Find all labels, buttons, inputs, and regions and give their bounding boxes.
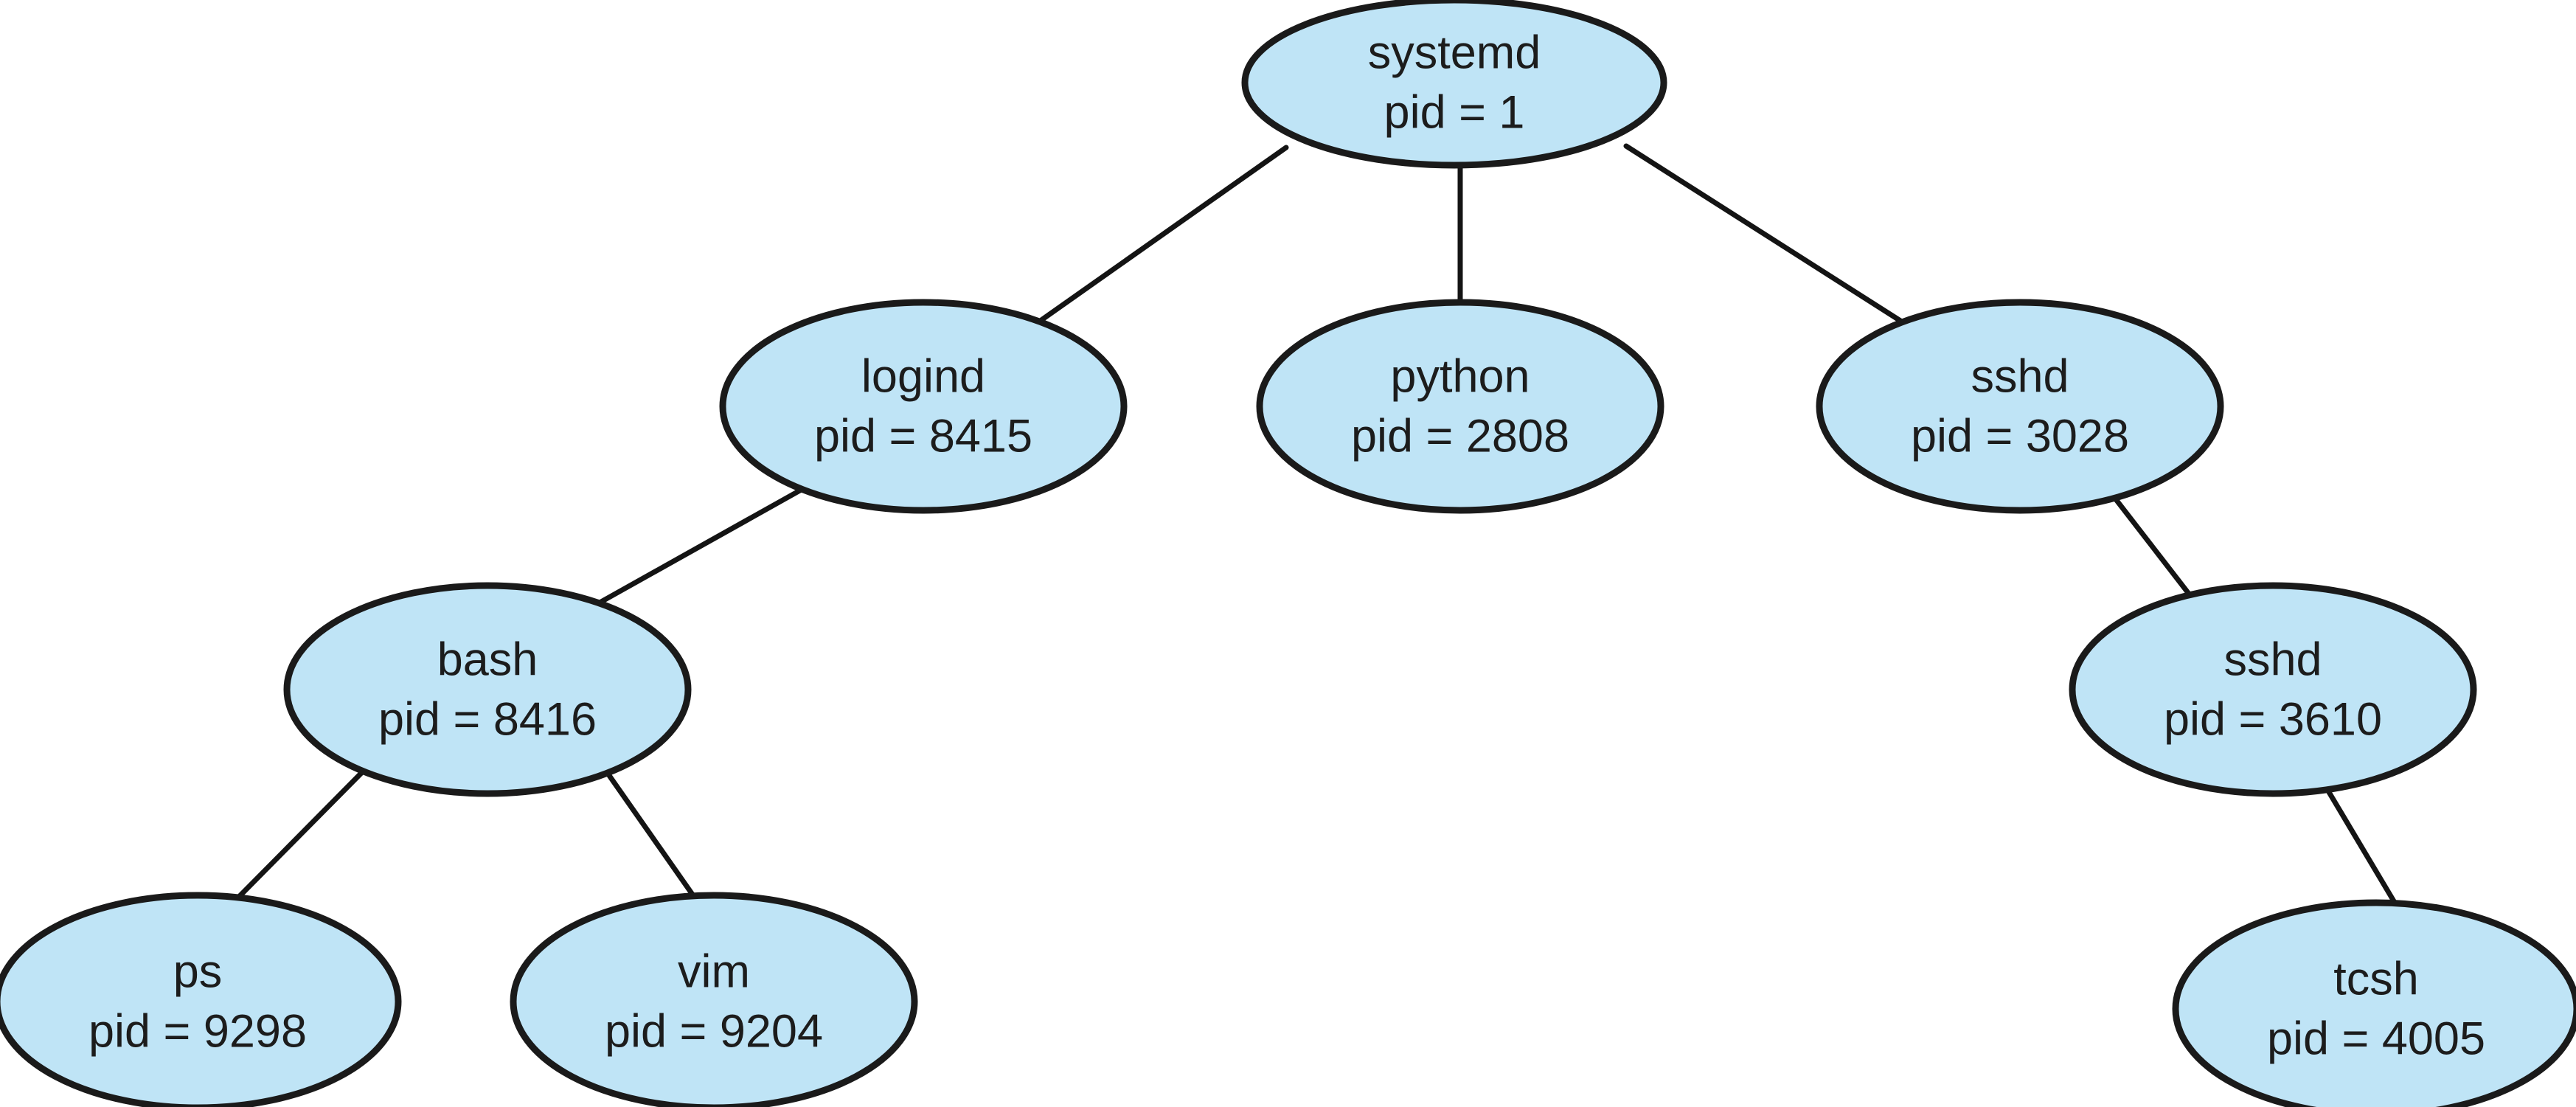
node-name-logind: logind [861, 351, 985, 403]
node-name-sshd-3610: sshd [2223, 634, 2322, 686]
edge-sshd3610-tcsh [2322, 782, 2401, 912]
edge-logind-bash [580, 478, 820, 615]
node-name-sshd-3028: sshd [1971, 351, 2069, 403]
node-ellipse-sshd-3028 [1816, 299, 2224, 514]
process-node-vim[interactable]: vim pid = 9204 [510, 892, 918, 1107]
node-pid-ps: pid = 9298 [88, 1006, 307, 1058]
node-name-bash: bash [437, 634, 538, 686]
node-ellipse-sshd-3610 [2069, 582, 2477, 797]
node-ellipse-bash [283, 582, 692, 797]
node-ellipse-ps [0, 892, 402, 1107]
node-ellipse-tcsh [2172, 899, 2576, 1107]
process-node-logind[interactable]: logind pid = 8415 [719, 299, 1128, 514]
node-pid-vim: pid = 9204 [605, 1006, 823, 1058]
node-name-python: python [1390, 351, 1530, 403]
process-node-tcsh[interactable]: tcsh pid = 4005 [2172, 899, 2576, 1107]
process-node-ps[interactable]: ps pid = 9298 [0, 892, 402, 1107]
node-name-vim: vim [678, 946, 750, 998]
node-ellipse-logind [719, 299, 1128, 514]
node-pid-python: pid = 2808 [1351, 411, 1569, 462]
process-node-python[interactable]: python pid = 2808 [1256, 299, 1664, 514]
edge-systemd-sshd3028 [1623, 143, 1912, 329]
edge-systemd-logind [1038, 145, 1289, 323]
node-ellipse-systemd [1241, 0, 1667, 169]
process-node-sshd-3610[interactable]: sshd pid = 3610 [2069, 582, 2477, 797]
process-node-sshd-3028[interactable]: sshd pid = 3028 [1816, 299, 2224, 514]
edge-bash-vim [600, 764, 699, 903]
node-name-systemd: systemd [1368, 27, 1541, 79]
node-pid-systemd: pid = 1 [1384, 87, 1525, 139]
node-pid-logind: pid = 8415 [814, 411, 1032, 462]
process-node-bash[interactable]: bash pid = 8416 [283, 582, 692, 797]
node-pid-sshd-3028: pid = 3028 [1911, 411, 2129, 462]
node-pid-sshd-3610: pid = 3610 [2164, 694, 2382, 746]
node-pid-bash: pid = 8416 [378, 694, 597, 746]
edge-sshd3028-sshd3610 [2108, 490, 2199, 606]
node-name-tcsh: tcsh [2333, 954, 2419, 1005]
node-ellipse-vim [510, 892, 918, 1107]
node-pid-tcsh: pid = 4005 [2267, 1013, 2485, 1065]
edges-layer [232, 143, 2401, 912]
edge-bash-ps [232, 763, 372, 904]
node-ellipse-python [1256, 299, 1664, 514]
process-node-systemd[interactable]: systemd pid = 1 [1241, 0, 1667, 169]
node-name-ps: ps [173, 946, 223, 998]
